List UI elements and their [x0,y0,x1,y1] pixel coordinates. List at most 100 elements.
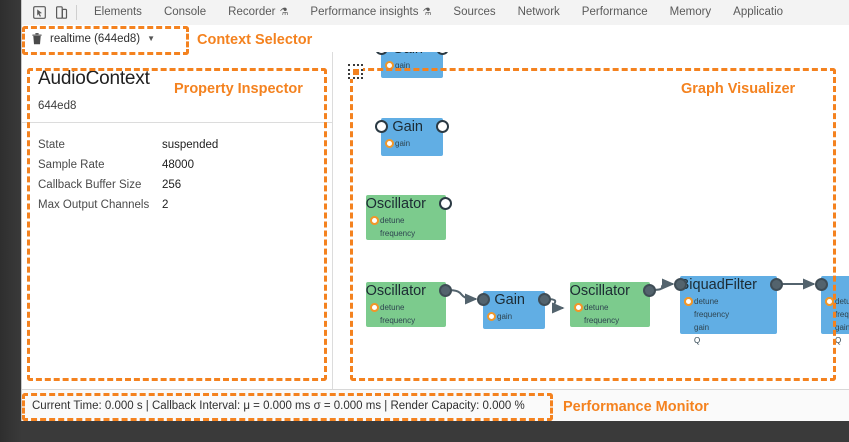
graph-node-biquad-2[interactable]: BdetunefrequencygainQ [815,276,849,345]
audio-param-Q[interactable]: Q [825,297,849,347]
tab-elements[interactable]: Elements [83,0,153,25]
context-id: 644ed8 [38,100,77,112]
table-row: Max Output Channels 2 [38,195,218,215]
property-key: Sample Rate [38,159,105,171]
audio-param-label: detune [380,303,405,313]
tab-label: Console [163,6,207,18]
audio-param-label: gain [497,312,513,322]
graph-node-osc-1[interactable]: Oscillator detune frequency [365,195,452,241]
audio-param-label: Q [694,336,701,346]
table-row: Sample Rate 48000 [38,155,218,175]
audio-param-label: detune [380,216,405,226]
device-toolbar-icon[interactable] [50,2,72,24]
tab-console[interactable]: Console [153,0,217,25]
table-row: Callback Buffer Size 256 [38,175,218,195]
node-input-port-icon[interactable] [375,52,388,55]
audio-param-port-icon[interactable] [370,303,379,312]
audio-param-port-icon[interactable] [385,139,394,148]
node-input-port-icon[interactable] [674,278,687,291]
graph-node-title: Oscillator [569,283,630,299]
node-output-port-icon[interactable] [439,284,452,297]
graph-node-gain-2[interactable]: Gain gain [375,118,449,156]
audio-param-gain[interactable]: gain [684,297,729,334]
devtools-tabbar: Elements Console Recorder⚗ Performance i… [22,0,849,26]
graph-node-params: gain [385,138,410,151]
selection-handle[interactable] [348,64,363,79]
audio-param-frequency[interactable]: frequency [370,216,416,240]
node-input-port-icon[interactable] [375,120,388,133]
performance-monitor-text: Current Time: 0.000 s | Callback Interva… [32,399,525,412]
node-output-port-icon[interactable] [436,120,449,133]
audio-param-port-icon[interactable] [370,216,379,225]
audio-param-gain[interactable]: gain [385,60,410,72]
audio-param-frequency[interactable]: frequency [825,297,849,321]
node-output-port-icon[interactable] [538,293,551,306]
tab-application[interactable]: Applicatio [722,0,794,25]
graph-node-params: gain [487,311,512,324]
tab-performance-insights[interactable]: Performance insights⚗ [299,0,442,25]
property-value: 256 [162,179,182,191]
audio-param-gain[interactable]: gain [385,138,410,150]
audio-param-port-icon[interactable] [684,297,693,306]
inspect-element-icon[interactable] [28,2,50,24]
tab-recorder[interactable]: Recorder⚗ [217,0,299,25]
tab-label: Memory [669,6,712,18]
tab-label: Recorder [228,6,276,18]
audio-param-label: gain [395,139,411,149]
graph-node-params: detune frequency [370,215,415,241]
property-value: 48000 [162,159,194,171]
performance-monitor-bar: Current Time: 0.000 s | Callback Interva… [22,389,849,421]
node-output-port-icon[interactable] [439,197,452,210]
tab-performance[interactable]: Performance [571,0,659,25]
page-title: AudioContext [38,68,150,89]
node-output-port-icon[interactable] [436,52,449,55]
tab-sources[interactable]: Sources [442,0,506,25]
tab-label: Performance insights [310,6,419,18]
context-selector-value: realtime (644ed8) [50,32,141,45]
audio-param-port-icon[interactable] [487,312,496,321]
graph-node-title: Oscillator [365,283,426,299]
audio-param-Q[interactable]: Q [684,297,729,347]
devtools-window: Elements Console Recorder⚗ Performance i… [22,0,849,421]
audio-param-frequency[interactable]: frequency [684,297,729,321]
node-output-port-icon[interactable] [643,284,656,297]
audio-param-label: gain [694,323,710,333]
audio-param-frequency[interactable]: frequency [370,303,415,327]
graph-node-title: Oscillator [365,196,426,212]
graph-node-title: Gain [392,119,423,135]
audio-param-port-icon[interactable] [825,297,834,306]
audio-param-label: Q [835,336,842,346]
node-output-port-icon[interactable] [770,278,783,291]
audio-param-label: frequency [584,316,620,326]
property-value: suspended [162,139,219,151]
property-key: Callback Buffer Size [38,179,142,191]
node-input-port-icon[interactable] [477,293,490,306]
trash-icon[interactable] [31,32,43,45]
graph-node-params: gain [385,60,410,73]
chevron-down-icon: ▼ [147,33,156,43]
graph-visualizer-canvas[interactable]: GaingainGaingainOscillatordetunefrequenc… [333,52,849,389]
property-key: State [38,139,65,151]
audio-param-port-icon[interactable] [574,303,583,312]
tab-memory[interactable]: Memory [659,0,723,25]
context-selector-dropdown[interactable]: realtime (644ed8) ▼ [22,25,155,52]
audio-param-gain[interactable]: gain [487,311,512,323]
audio-param-gain[interactable]: gain [825,297,849,334]
audio-param-label: detune [694,297,719,307]
audio-param-port-icon[interactable] [385,61,394,70]
node-input-port-icon[interactable] [815,278,828,291]
audio-param-frequency[interactable]: frequency [574,303,620,327]
audio-param-label: frequency [835,310,849,320]
main-content: AudioContext 644ed8 State suspended Samp… [22,52,849,389]
audio-param-label: frequency [380,229,416,239]
tab-network[interactable]: Network [507,0,571,25]
